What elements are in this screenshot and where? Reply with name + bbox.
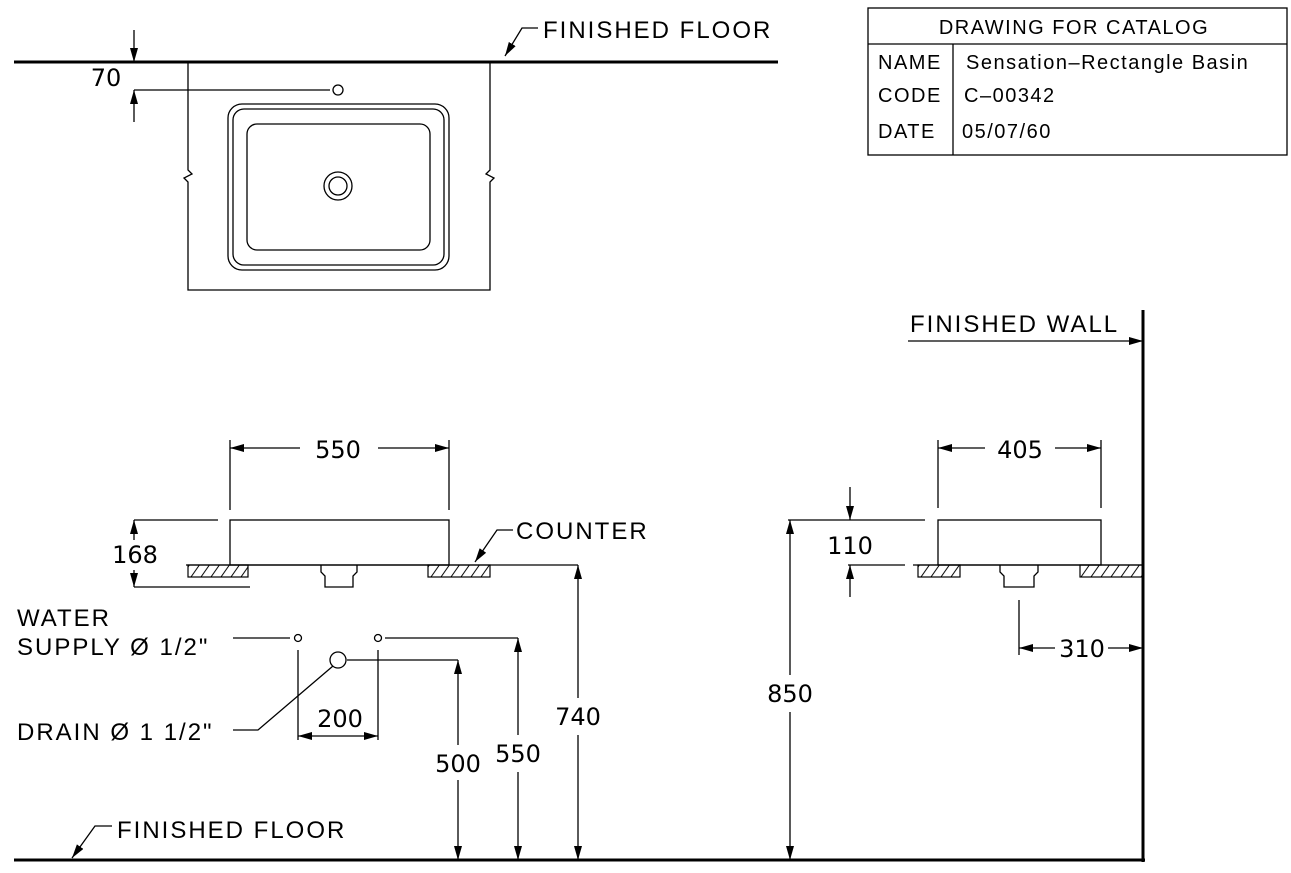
tap-hole — [332, 84, 344, 96]
dim-405: 405 — [997, 436, 1043, 464]
dim-200: 200 — [317, 705, 363, 733]
counter-outline — [182, 62, 496, 291]
dim-550-width: 550 — [315, 436, 361, 464]
drain-outlet — [320, 565, 358, 588]
dim-500: 500 — [435, 750, 481, 778]
dim-850: 850 — [767, 680, 813, 708]
dim-70: 70 — [91, 64, 122, 92]
counter-label: COUNTER — [516, 518, 649, 545]
dim-168: 168 — [112, 541, 158, 569]
name-value: Sensation–Rectangle Basin — [966, 52, 1249, 74]
counter-section-right — [427, 564, 491, 578]
water-supply-label: WATER — [17, 605, 111, 632]
supply-point-left — [293, 633, 303, 643]
plan-floor-label: FINISHED FLOOR — [543, 17, 772, 44]
drain-point — [329, 651, 347, 669]
water-supply-size-label: SUPPLY Ø 1/2" — [17, 634, 209, 661]
supply-point-right — [373, 633, 383, 643]
dim-110: 110 — [827, 532, 873, 560]
date-label: DATE — [878, 121, 936, 143]
plan-view: FINISHED FLOOR 70 — [14, 17, 778, 291]
basin-outer-rim — [227, 103, 450, 271]
wall-label: FINISHED WALL — [910, 311, 1119, 338]
side-counter-section-right — [1079, 564, 1144, 578]
side-drain-outlet — [999, 565, 1039, 588]
dim-550-height: 550 — [495, 740, 541, 768]
basin-bowl — [246, 123, 431, 251]
drain-label: DRAIN Ø 1 1/2" — [17, 719, 214, 746]
date-value: 05/07/60 — [962, 121, 1052, 143]
front-floor-label: FINISHED FLOOR — [117, 817, 346, 844]
code-label: CODE — [878, 85, 942, 107]
counter-section-left — [187, 564, 249, 578]
drain-icon — [323, 171, 353, 201]
side-counter-section-left — [917, 564, 961, 578]
front-view: 550 168 COUNTER WATER SUPPLY Ø 1/2" DRAI… — [14, 436, 1145, 862]
title-block: DRAWING FOR CATALOG NAME Sensation–Recta… — [867, 7, 1288, 156]
basin-front — [229, 519, 450, 566]
basin-side — [937, 519, 1102, 566]
name-label: NAME — [878, 52, 942, 74]
side-view: FINISHED WALL 405 110 850 310 — [767, 310, 1145, 862]
dim-740: 740 — [555, 703, 601, 731]
code-value: C–00342 — [964, 85, 1056, 107]
dim-310: 310 — [1059, 635, 1105, 663]
title-block-heading: DRAWING FOR CATALOG — [939, 17, 1209, 39]
